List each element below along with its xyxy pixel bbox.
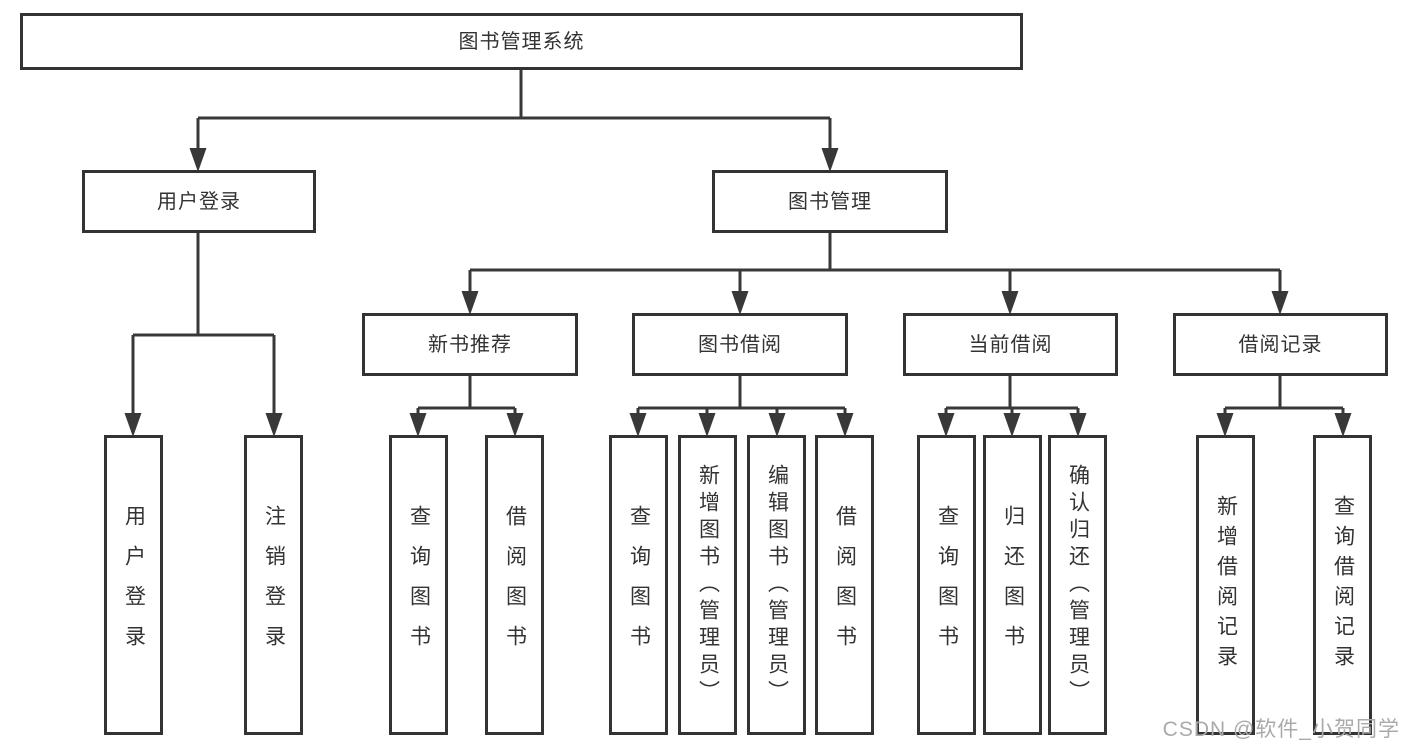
leaf-borrow-book: 借阅图书: [485, 435, 544, 735]
node-current-borrow: 当前借阅: [903, 313, 1118, 376]
watermark: CSDN @软件_小贺同学: [1162, 718, 1400, 741]
node-user-login: 用户登录: [82, 170, 316, 233]
node-book-management: 图书管理: [712, 170, 948, 233]
leaf-borrow-book: 借阅图书: [815, 435, 874, 735]
leaf-add-borrow-record: 新增借阅记录: [1196, 435, 1255, 735]
leaf-query-book: 查询图书: [389, 435, 448, 735]
leaf-query-borrow-record: 查询借阅记录: [1313, 435, 1372, 735]
node-borrow-records: 借阅记录: [1173, 313, 1388, 376]
leaf-logout: 注销登录: [244, 435, 303, 735]
leaf-return-book: 归还图书: [983, 435, 1042, 735]
leaf-edit-book-admin: 编辑图书（管理员）: [747, 435, 806, 735]
leaf-confirm-return-admin: 确认归还（管理员）: [1048, 435, 1107, 735]
leaf-user-login: 用户登录: [104, 435, 163, 735]
node-book-borrow: 图书借阅: [632, 313, 848, 376]
leaf-query-book: 查询图书: [609, 435, 668, 735]
node-new-book-recommend: 新书推荐: [362, 313, 578, 376]
leaf-query-book: 查询图书: [917, 435, 976, 735]
leaf-add-book-admin: 新增图书（管理员）: [678, 435, 737, 735]
node-library-management-system: 图书管理系统: [20, 13, 1023, 70]
